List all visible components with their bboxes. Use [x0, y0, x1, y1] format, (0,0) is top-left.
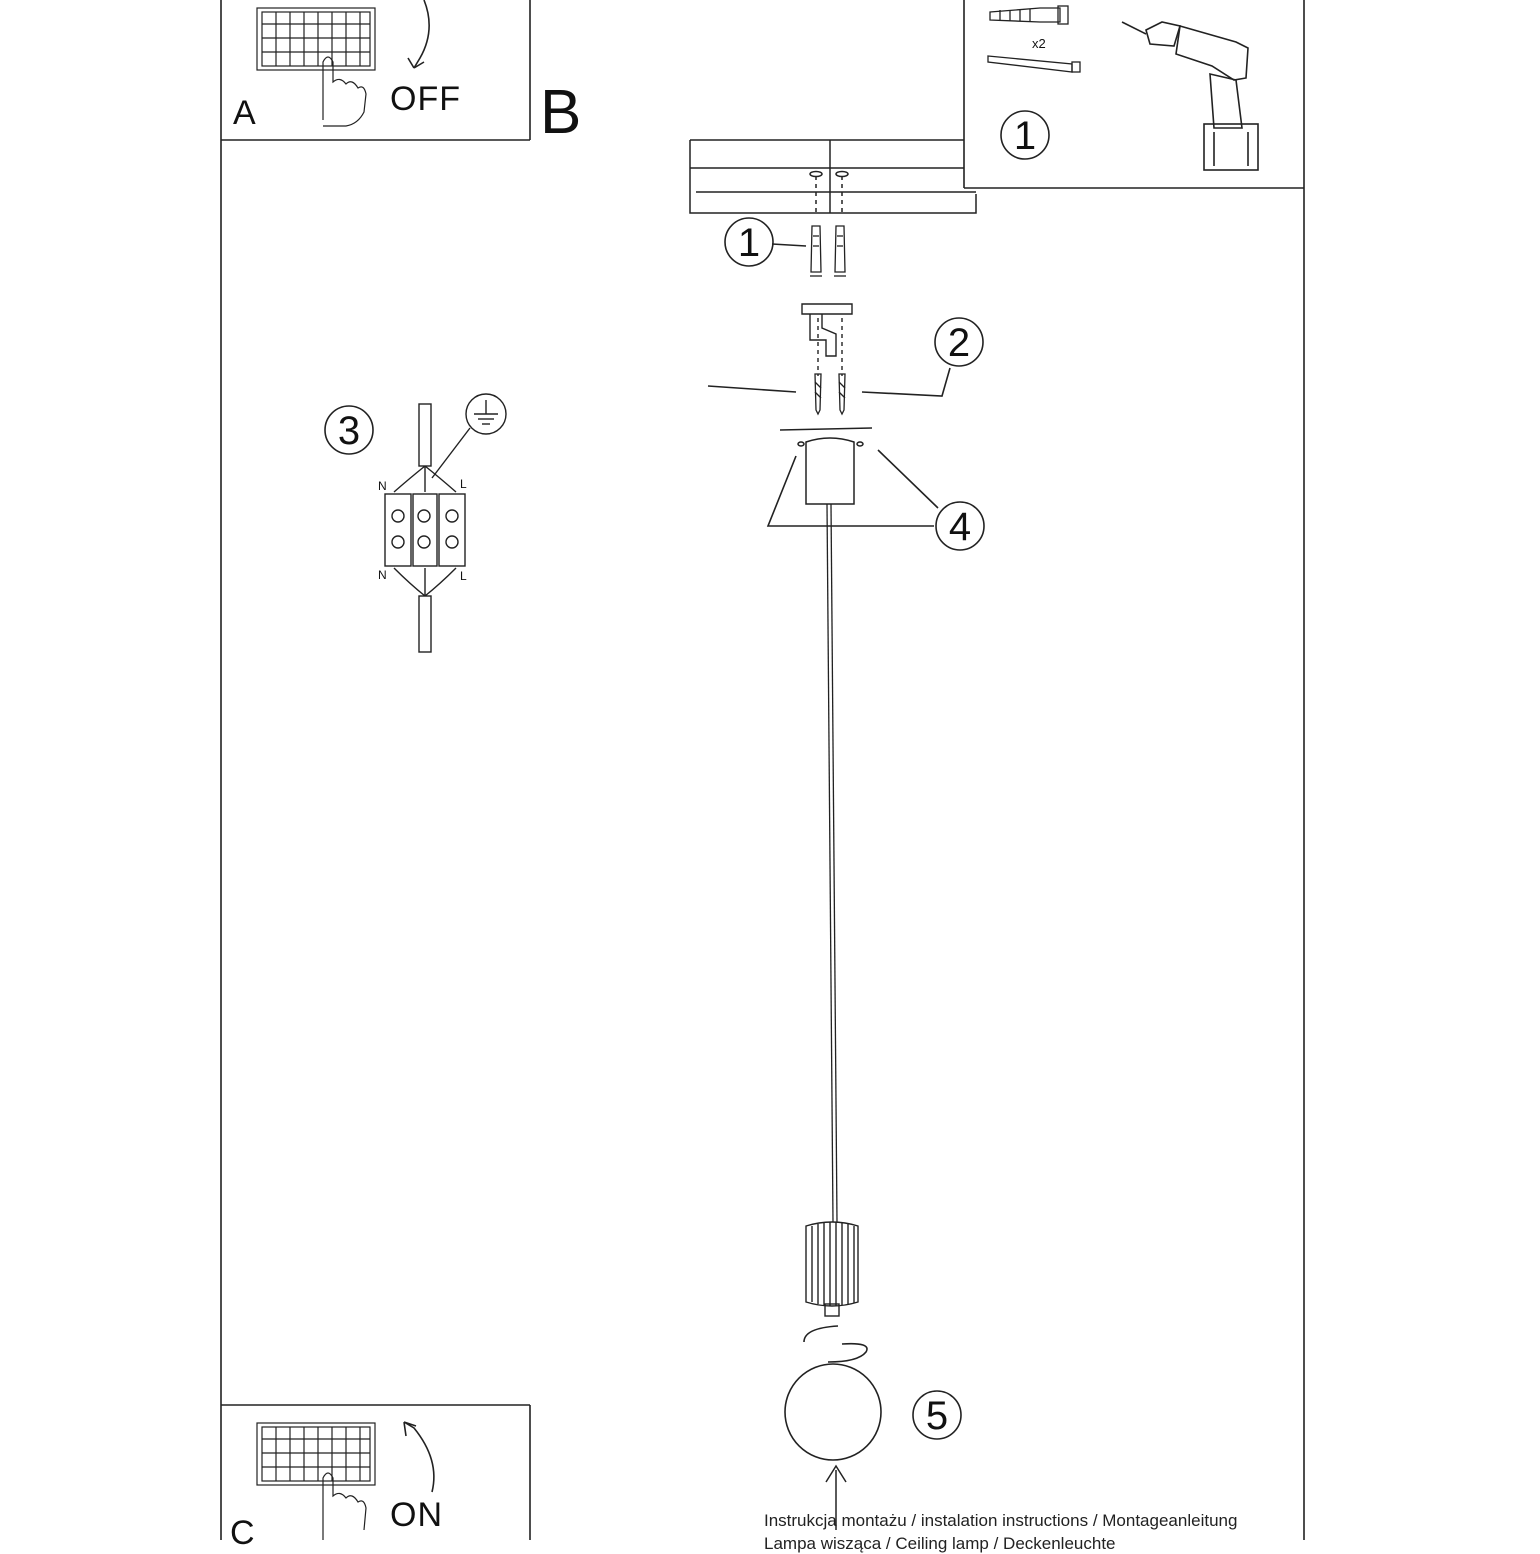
step-2-circle	[934, 317, 984, 367]
wire-l-top: L	[460, 477, 467, 491]
panel-c-box	[221, 1404, 531, 1540]
step-2-number: 2	[947, 321, 971, 365]
mounting-bracket-icon	[801, 303, 853, 376]
earth-symbol-icon	[431, 393, 507, 479]
panel-a-label: A	[233, 94, 256, 132]
tools-step-circle	[1000, 110, 1050, 160]
canopy-top-line	[779, 427, 873, 431]
step-3-circle	[324, 405, 374, 455]
step-2-leader-left	[707, 385, 797, 393]
step-5-number: 5	[925, 1394, 949, 1438]
lamp-shade-icon	[805, 1221, 859, 1317]
wire-n-top: N	[378, 479, 387, 493]
quantity-label: x2	[1032, 36, 1046, 51]
step-3-number: 3	[337, 409, 361, 453]
push-up-arrow-icon	[825, 1464, 847, 1530]
fuse-box-c-icon	[256, 1422, 376, 1540]
on-label: ON	[390, 1496, 443, 1534]
anchors-icon	[810, 225, 846, 277]
footer-product: Lampa wisząca / Ceiling lamp / Deckenleu…	[764, 1534, 1116, 1553]
step-1-number: 1	[737, 221, 761, 265]
panel-c-label: C	[230, 1514, 255, 1552]
step-2-leader-right	[861, 367, 951, 397]
wire-n-bottom: N	[378, 568, 387, 582]
step-5-circle	[912, 1390, 962, 1440]
bulb-icon	[784, 1363, 882, 1461]
drill-icon	[1121, 21, 1259, 171]
rotate-arrow-icon	[803, 1325, 868, 1363]
ceiling-slab	[689, 139, 977, 214]
footer-instructions: Instrukcja montażu / instalation instruc…	[764, 1511, 1238, 1530]
step-4-leader-right	[877, 449, 939, 509]
bracket-screws-icon	[814, 373, 846, 416]
wire-l-bottom: L	[460, 569, 467, 583]
off-label: OFF	[390, 80, 461, 118]
screw-icon	[987, 55, 1081, 73]
on-arrow-icon	[403, 1421, 435, 1493]
canopy-icon	[797, 437, 864, 505]
panel-a-box	[221, 0, 531, 141]
off-arrow-icon	[407, 0, 430, 69]
fuse-box-a-icon	[256, 7, 376, 127]
wiring-terminal-block-icon	[384, 403, 466, 653]
step-4-circle	[935, 501, 985, 551]
step-4-number: 4	[948, 505, 972, 549]
wall-plug-icon	[989, 5, 1069, 25]
tools-box	[963, 0, 1304, 189]
panel-b-label: B	[540, 78, 582, 147]
step-1-leader	[771, 243, 807, 247]
step-4-leader-left	[766, 455, 934, 527]
pendant-cable	[826, 503, 838, 1223]
tools-step-number: 1	[1013, 114, 1037, 158]
step-1-circle	[724, 217, 774, 267]
